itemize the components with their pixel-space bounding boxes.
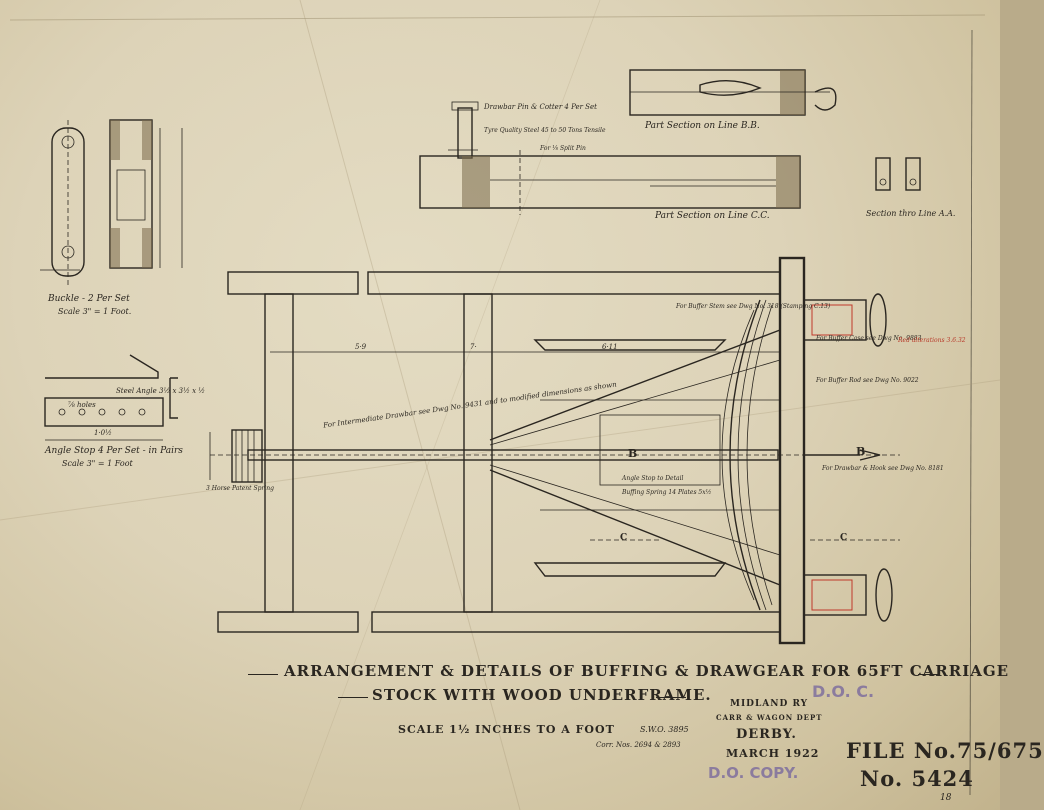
dimension-4: 1·0½ (94, 429, 112, 437)
swo-label: S.W.O. 3895 (640, 725, 689, 734)
dimension-1: 5·9 (355, 343, 367, 351)
section-bb-label: Part Section on Line B.B. (645, 121, 760, 131)
title2-rule-left (338, 697, 368, 698)
marker-b-left: B (628, 447, 639, 460)
title-rule-left (248, 674, 278, 675)
drawing-number: No. 5424 (860, 766, 974, 791)
angle-stop-label: Angle Stop to Detail (622, 475, 684, 482)
angle-scale: Scale 3" = 1 Foot (62, 459, 133, 468)
dept-label: CARR & WAGON DEPT (716, 713, 823, 722)
drawbar-pin-label: Drawbar Pin & Cotter 4 Per Set (484, 103, 597, 111)
scale-label: SCALE 1½ INCHES TO A FOOT (398, 723, 615, 736)
do-top-stamp: D.O. C. (812, 682, 875, 701)
drawbar-pin-drawing (448, 101, 479, 159)
title2-rule-right (656, 697, 686, 698)
date-label: MARCH 1922 (726, 747, 820, 760)
buckle-scale: Scale 3" = 1 Foot. (58, 307, 132, 316)
section-bb-drawing (629, 69, 837, 116)
buckle-title: Buckle - 2 Per Set (48, 294, 130, 304)
marker-c-left: C (620, 533, 629, 543)
angle-title: Angle Stop 4 Per Set - in Pairs (45, 446, 183, 456)
place-label: DERBY. (736, 727, 797, 742)
sheet-border (0, 0, 1001, 810)
section-aa-drawing (875, 157, 921, 191)
section-aa-label: Section thro Line A.A. (866, 209, 956, 218)
angle-stop-drawing (44, 354, 178, 441)
marker-b-right: B (856, 445, 867, 458)
do-copy-stamp: D.O. COPY. (708, 764, 799, 782)
holes-note: ⅞ holes (68, 401, 96, 409)
buffer-case-label: For Buffer Case see Dwg No. 9883 (816, 335, 922, 342)
file-number: FILE No.75/675 (846, 738, 1044, 763)
buffer-rod-label: For Buffer Rod see Dwg No. 9022 (816, 377, 919, 384)
title-line-2: STOCK WITH WOOD UNDERFRAME. (372, 686, 712, 704)
dimension-2: 6·11 (602, 343, 618, 351)
company-label: MIDLAND RY (730, 699, 809, 709)
buckle-detail-drawing (40, 119, 183, 285)
title-rule-right (918, 674, 940, 675)
split-pin-label: For ⅛ Split Pin (540, 145, 586, 152)
section-cc-drawing (419, 150, 801, 215)
engineering-drawing (0, 0, 1001, 810)
main-arrangement-drawing (209, 256, 900, 645)
corner-number: 18 (940, 793, 952, 803)
section-cc-label: Part Section on Line C.C. (655, 211, 770, 221)
angle-note: Steel Angle 3½ x 3½ x ½ (116, 387, 206, 395)
red-alteration-note: Red alterations 3.6.32 (898, 337, 966, 344)
spring-note: 3 Horse Patent Spring (206, 485, 274, 492)
title-line-1: ARRANGEMENT & DETAILS OF BUFFING & DRAWG… (284, 662, 1010, 680)
correction-label: Corr. Nos. 2694 & 2893 (596, 741, 681, 749)
marker-c-right: C (840, 533, 849, 543)
tyre-steel-label: Tyre Quality Steel 45 to 50 Tons Tensile (484, 127, 606, 134)
dimension-3: 7· (470, 343, 477, 351)
buffing-spring-label: Buffing Spring 14 Plates 5x½ (622, 489, 712, 496)
drawbar-hook-label: For Drawbar & Hook see Dwg No. 8181 (822, 465, 944, 472)
buffer-stem-label: For Buffer Stem see Dwg No. 318 (Stampin… (676, 303, 831, 310)
